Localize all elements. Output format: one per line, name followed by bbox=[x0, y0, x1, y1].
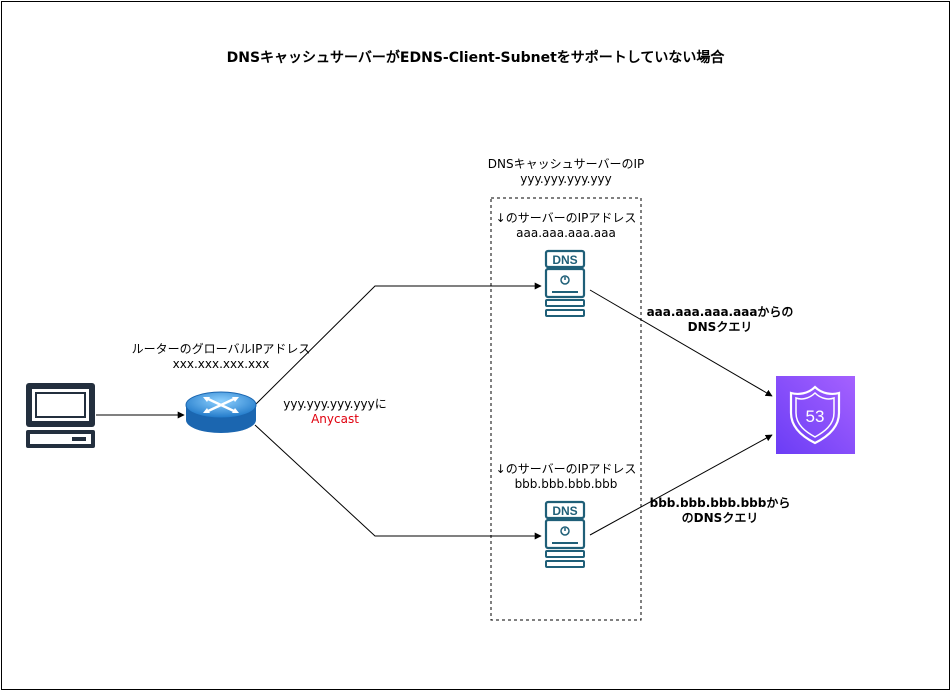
dns-server-icon[interactable]: DNS bbox=[544, 249, 586, 319]
dns-icon-text-a: DNS bbox=[552, 253, 577, 267]
server-b-label-line2: bbb.bbb.bbb.bbb bbox=[514, 477, 618, 491]
query-b-label: bbb.bbb.bbb.bbbから のDNSクエリ bbox=[640, 496, 800, 526]
router-icon[interactable] bbox=[185, 391, 257, 433]
edge-router-server-b bbox=[254, 424, 542, 540]
server-b-label-line1: ↓のサーバーのIPアドレス bbox=[495, 462, 637, 476]
cache-group-label-line1: DNSキャッシュサーバーのIP bbox=[487, 157, 645, 171]
computer-icon[interactable] bbox=[26, 383, 95, 448]
cache-server-group bbox=[490, 197, 642, 621]
query-a-label: aaa.aaa.aaa.aaaからの DNSクエリ bbox=[640, 305, 800, 335]
query-a-label-line2: DNSクエリ bbox=[687, 320, 753, 334]
query-b-label-line2: のDNSクエリ bbox=[681, 511, 759, 525]
cache-group-label: DNSキャッシュサーバーのIP yyy.yyy.yyy.yyy bbox=[466, 157, 666, 187]
edge-server-a-route53 bbox=[589, 289, 773, 397]
query-a-label-line1: aaa.aaa.aaa.aaaからの bbox=[646, 305, 794, 319]
router-label: ルーターのグローバルIPアドレス xxx.xxx.xxx.xxx bbox=[111, 342, 331, 372]
anycast-label: yyy.yyy.yyy.yyyに Anycast bbox=[270, 397, 400, 427]
server-a-label: ↓のサーバーのIPアドレス aaa.aaa.aaa.aaa bbox=[466, 211, 666, 241]
dns-server-icon[interactable]: DNS bbox=[544, 500, 586, 568]
page-title: DNSキャッシュサーバーがEDNS-Client-Subnetをサポートしていな… bbox=[226, 50, 725, 66]
router-label-line2: xxx.xxx.xxx.xxx bbox=[172, 357, 270, 371]
server-b-label: ↓のサーバーのIPアドレス bbb.bbb.bbb.bbb bbox=[466, 462, 666, 492]
cache-group-label-line2: yyy.yyy.yyy.yyy bbox=[520, 172, 612, 186]
anycast-label-line1: yyy.yyy.yyy.yyyに bbox=[283, 397, 387, 411]
route53-icon-text: 53 bbox=[806, 407, 825, 426]
edge-router-server-a bbox=[254, 282, 542, 406]
query-b-label-line1: bbb.bbb.bbb.bbbから bbox=[649, 496, 791, 510]
route53-icon[interactable]: 53 bbox=[776, 376, 855, 454]
server-a-label-line1: ↓のサーバーのIPアドレス bbox=[495, 211, 637, 225]
router-label-line1: ルーターのグローバルIPアドレス bbox=[131, 342, 311, 356]
anycast-label-line2: Anycast bbox=[311, 412, 359, 426]
edge-server-b-route53 bbox=[589, 434, 773, 536]
dns-icon-text-b: DNS bbox=[552, 504, 577, 518]
server-a-label-line2: aaa.aaa.aaa.aaa bbox=[516, 226, 616, 240]
